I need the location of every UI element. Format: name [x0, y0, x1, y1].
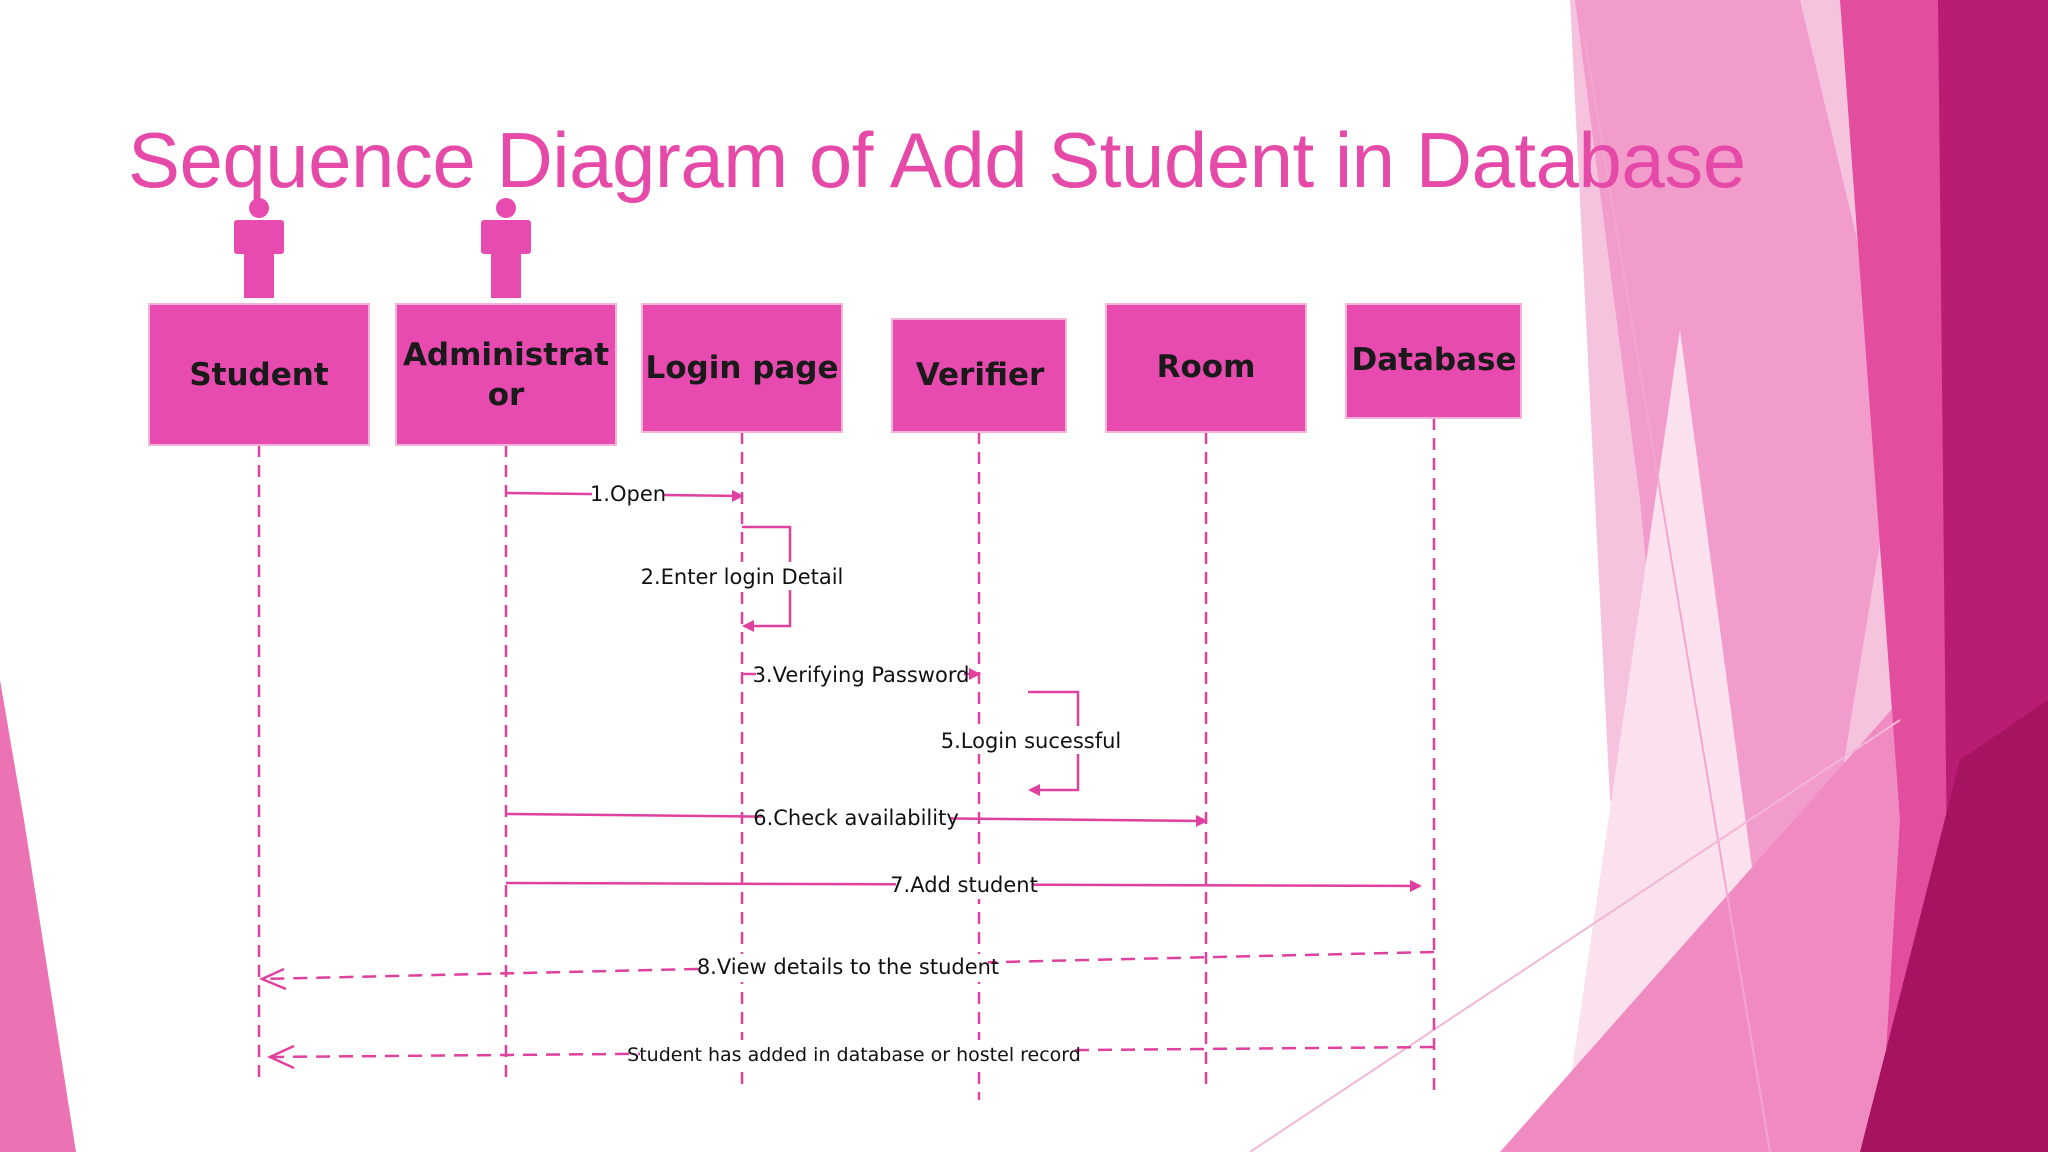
message-label-open: 1.Open	[590, 482, 666, 506]
lifeline-label-verifier: Verifier	[916, 357, 1045, 393]
person-icon	[481, 198, 531, 298]
message-label-bg	[944, 726, 1118, 754]
message-label-add-student: 7.Add student	[890, 873, 1038, 897]
lifeline-box-database	[1345, 303, 1522, 419]
slide-title: Sequence Diagram of Add Student in Datab…	[128, 116, 1746, 204]
lifeline-label-administrator: Administrat	[403, 337, 609, 373]
lifeline-label-database: Database	[1352, 342, 1517, 378]
decor-left-facet	[0, 680, 76, 1152]
message-label-enter-login: 2.Enter login Detail	[641, 565, 844, 589]
message-label-verify-password: 3.Verifying Password	[753, 663, 970, 687]
message-label-bg	[648, 562, 836, 590]
open-arrowhead-icon	[266, 1044, 295, 1070]
message-label-bg	[592, 480, 664, 506]
person-icon	[234, 198, 284, 298]
lifeline-label-login-page: Login page	[645, 350, 838, 386]
lifeline-box-administrator	[395, 303, 617, 446]
message-label-check-availability: 6.Check availability	[753, 806, 959, 830]
lifeline-box-student	[148, 303, 370, 446]
message-label-login-successful: 5.Login sucessful	[941, 729, 1122, 753]
decor-facet-deep	[1860, 700, 2048, 1152]
message-label-bg	[640, 1040, 1068, 1066]
lifeline-box-verifier	[891, 318, 1067, 433]
message-label-view-details: 8.View details to the student	[697, 955, 999, 979]
message-label-bg	[896, 871, 1032, 899]
message-label-bg	[762, 804, 950, 832]
lifeline-label-administrator-line2: or	[488, 377, 525, 413]
message-label-bg	[756, 660, 964, 688]
lifeline-label-student: Student	[189, 357, 328, 393]
lifeline-label-room: Room	[1157, 349, 1256, 385]
message-label-student-added: Student has added in database or hostel …	[627, 1044, 1081, 1066]
decor-thin-line-2	[1249, 719, 1901, 1152]
open-arrowhead-icon	[258, 967, 287, 991]
lifeline-box-room	[1105, 303, 1307, 433]
message-label-bg	[708, 954, 988, 982]
decor-thin-line	[1584, 39, 1771, 1152]
lifeline-box-login-page	[641, 303, 843, 433]
